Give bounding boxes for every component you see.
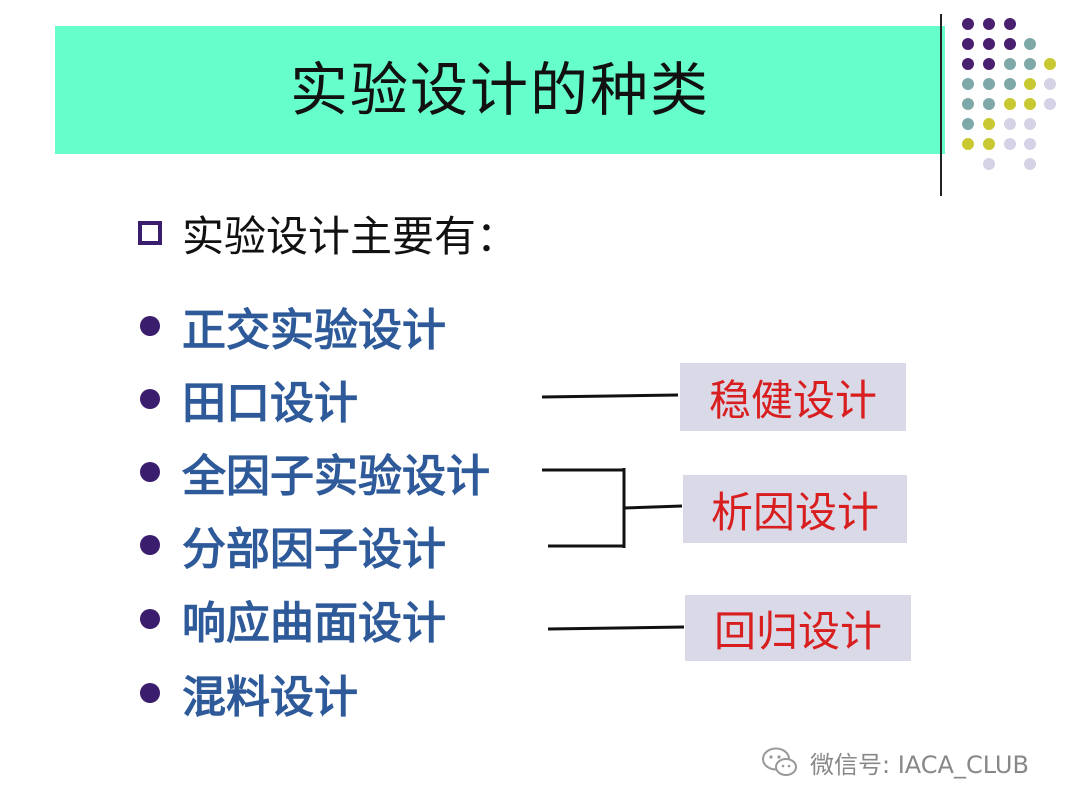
group-box-robust: 稳健设计	[680, 363, 906, 431]
list-item: 分部因子设计	[140, 514, 446, 576]
decor-dot	[1024, 158, 1036, 170]
list-item: 田口设计	[140, 368, 358, 430]
decor-dot	[983, 158, 995, 170]
intro-line: 实验设计主要有：	[138, 198, 518, 268]
decor-dot	[1004, 58, 1016, 70]
bullet-dot-icon	[140, 389, 160, 409]
connector-regression	[547, 625, 685, 631]
wechat-icon	[762, 747, 797, 776]
decor-dot	[1024, 78, 1036, 90]
decor-dot	[983, 38, 995, 50]
list-item-label: 响应曲面设计	[182, 598, 446, 649]
decor-dot	[983, 98, 995, 110]
watermark-text: 微信号: IACA_CLUB	[810, 750, 1029, 779]
group-label: 回归设计	[713, 606, 882, 656]
decor-dot	[962, 78, 974, 90]
list-item-label: 正交实验设计	[182, 305, 446, 356]
list-item-label: 全因子实验设计	[182, 451, 490, 502]
decor-dot	[1004, 78, 1016, 90]
list-item-label: 混料设计	[182, 672, 358, 723]
decor-dot	[983, 138, 995, 150]
connector-factorial-out	[623, 504, 683, 510]
decor-dot	[1024, 58, 1036, 70]
connector-robust	[541, 393, 679, 399]
list-item: 混料设计	[140, 662, 358, 724]
group-label: 稳健设计	[708, 375, 877, 425]
decor-dot	[1024, 118, 1036, 130]
decor-dot	[983, 78, 995, 90]
decor-dot	[1004, 118, 1016, 130]
list-item: 正交实验设计	[140, 295, 446, 357]
decorative-dot-grid	[962, 18, 1056, 170]
decor-dot	[1004, 38, 1016, 50]
bullet-dot-icon	[140, 609, 160, 629]
group-box-regression: 回归设计	[685, 595, 911, 661]
intro-text: 实验设计主要有：	[182, 211, 519, 261]
decor-dot	[962, 38, 974, 50]
square-bullet-icon	[138, 221, 162, 245]
bullet-dot-icon	[140, 683, 160, 703]
slide-title: 实验设计的种类	[289, 56, 710, 124]
list-item: 响应曲面设计	[140, 588, 446, 650]
decor-dot	[1024, 98, 1036, 110]
decor-dot	[983, 118, 995, 130]
title-bar: 实验设计的种类	[55, 26, 945, 154]
decorative-divider	[940, 14, 942, 196]
decor-dot	[1004, 18, 1016, 30]
decor-dot	[1044, 58, 1056, 70]
decor-dot	[1004, 98, 1016, 110]
decor-dot	[1044, 78, 1056, 90]
bullet-dot-icon	[140, 535, 160, 555]
decor-dot	[962, 18, 974, 30]
decor-dot	[1024, 38, 1036, 50]
decor-dot	[962, 58, 974, 70]
bullet-dot-icon	[140, 462, 160, 482]
decor-dot	[983, 58, 995, 70]
decor-dot	[962, 118, 974, 130]
list-item: 全因子实验设计	[140, 441, 490, 503]
group-box-factorial: 析因设计	[683, 475, 907, 543]
decor-dot	[962, 98, 974, 110]
decor-dot	[1004, 138, 1016, 150]
decor-dot	[1044, 98, 1056, 110]
list-item-label: 分部因子设计	[182, 524, 446, 575]
decor-dot	[962, 138, 974, 150]
watermark: 微信号: IACA_CLUB	[760, 742, 1029, 782]
group-label: 析因设计	[710, 487, 879, 537]
list-item-label: 田口设计	[182, 378, 358, 429]
decor-dot	[1024, 138, 1036, 150]
bullet-dot-icon	[140, 316, 160, 336]
decor-dot	[983, 18, 995, 30]
